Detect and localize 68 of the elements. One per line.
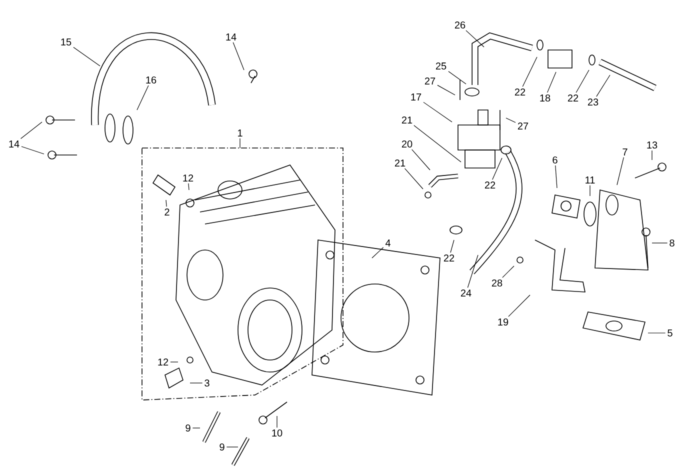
callout-number: 28	[492, 279, 502, 287]
callout-number: 26	[454, 21, 466, 29]
callout-number: 25	[436, 62, 446, 70]
leader-line	[502, 266, 514, 278]
callout-number: 9	[220, 443, 224, 451]
callout-number: 13	[647, 141, 658, 149]
callout-number: 27	[518, 122, 528, 130]
leader-line	[414, 125, 462, 162]
leader-line	[555, 165, 558, 188]
leader-line	[648, 332, 666, 334]
callout-number: 15	[61, 38, 72, 46]
callout-number: 22	[568, 94, 578, 102]
callout-number: 24	[460, 290, 472, 296]
leader-line	[437, 84, 456, 96]
leader-line	[522, 56, 538, 87]
callout-number: 19	[498, 318, 508, 326]
leader-line	[136, 85, 149, 110]
leader-line	[596, 74, 610, 97]
leader-line	[506, 118, 516, 123]
leader-line	[21, 146, 44, 154]
leader-line	[226, 446, 238, 448]
callout-number: 1	[238, 130, 242, 136]
leader-line	[652, 242, 668, 244]
leader-line	[616, 157, 624, 186]
callout-number: 10	[272, 429, 282, 437]
callout-number: 2	[164, 208, 170, 216]
callout-number: 18	[540, 94, 550, 102]
callout-number: 27	[424, 78, 436, 84]
leader-line	[412, 149, 430, 170]
callout-number: 14	[9, 140, 20, 148]
callout-number: 9	[186, 424, 190, 432]
leader-line	[448, 71, 466, 84]
callout-number: 14	[226, 34, 236, 40]
callout-number: 7	[622, 148, 628, 156]
leader-line	[508, 294, 530, 317]
callout-number: 4	[385, 240, 390, 246]
callout-number: 12	[183, 174, 194, 182]
leader-line	[20, 122, 42, 139]
leader-line	[232, 42, 244, 70]
callout-number: 22	[514, 88, 526, 96]
callout-number: 8	[670, 239, 674, 247]
callout-number: 5	[668, 330, 672, 336]
callout-number: 22	[484, 182, 496, 188]
callout-number: 21	[394, 160, 406, 166]
leader-line	[547, 72, 556, 93]
leader-line	[372, 247, 384, 258]
leader-line	[190, 382, 203, 384]
callout-number: 20	[402, 140, 412, 148]
leader-line	[423, 102, 452, 122]
callout-number: 22	[444, 254, 454, 262]
leader-line	[73, 46, 100, 66]
leader-line	[450, 240, 454, 253]
callout-number: 23	[588, 98, 598, 106]
leader-line	[188, 183, 190, 190]
leader-line	[404, 168, 424, 190]
callout-number: 6	[552, 156, 558, 164]
leader-line	[276, 416, 278, 428]
callout-number: 11	[586, 176, 595, 184]
leader-line	[466, 30, 484, 48]
callout-number: 17	[411, 94, 422, 100]
callout-number: 3	[204, 379, 210, 387]
leader-line	[576, 70, 590, 93]
leader-line	[492, 158, 502, 180]
callout-number: 12	[158, 358, 168, 366]
leader-line	[467, 254, 478, 288]
leader-line	[166, 200, 167, 207]
callout-number: 21	[402, 116, 412, 124]
callout-number: 16	[146, 76, 156, 84]
